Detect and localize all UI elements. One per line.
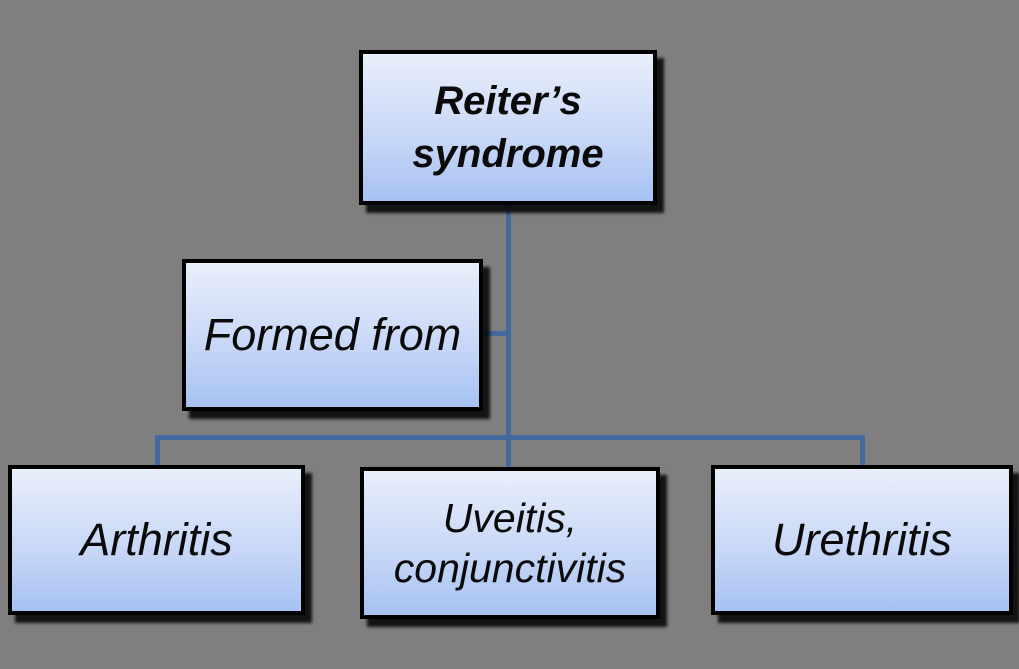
connector-drop-urethritis bbox=[860, 435, 865, 466]
node-reiters-syndrome-label: Reiter’s syndrome bbox=[412, 78, 604, 176]
node-formed-from: Formed from bbox=[182, 259, 483, 411]
node-uveitis-conjunctivitis-label: Uveitis, conjunctivitis bbox=[393, 494, 627, 591]
node-arthritis: Arthritis bbox=[8, 465, 305, 615]
node-formed-from-label: Formed from bbox=[203, 309, 462, 360]
connector-drop-arthritis bbox=[155, 435, 160, 466]
node-uveitis-conjunctivitis: Uveitis, conjunctivitis bbox=[360, 467, 660, 619]
connector-horizontal-bus bbox=[155, 435, 865, 440]
node-arthritis-label: Arthritis bbox=[80, 514, 233, 565]
node-urethritis: Urethritis bbox=[711, 465, 1013, 615]
node-reiters-syndrome: Reiter’s syndrome bbox=[359, 50, 657, 205]
connector-formed-from-stub bbox=[485, 331, 511, 336]
node-urethritis-label: Urethritis bbox=[771, 514, 953, 565]
